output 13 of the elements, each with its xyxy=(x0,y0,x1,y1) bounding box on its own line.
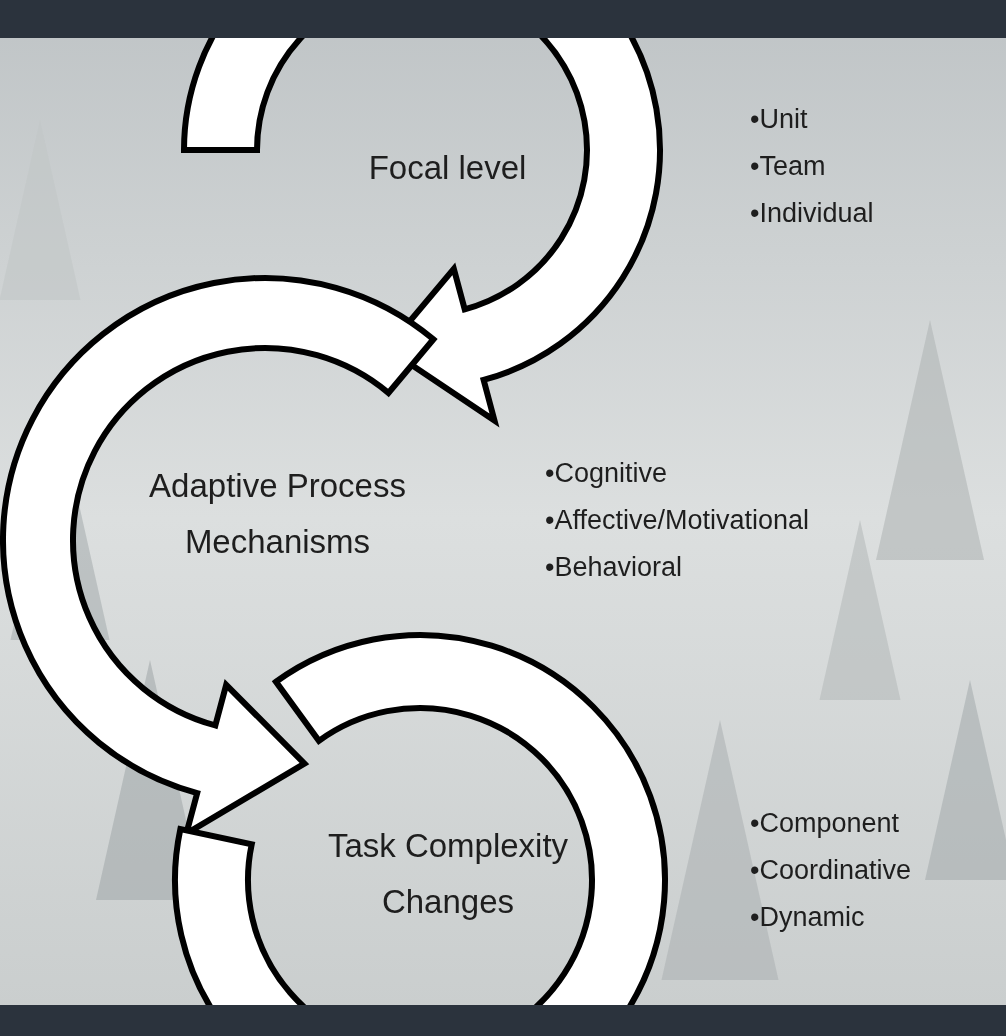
bullet-item: •Behavioral xyxy=(545,551,683,584)
bullet-item: •Individual xyxy=(750,197,874,230)
bullet-item: •Team xyxy=(750,150,826,183)
arrow-label: Focal level xyxy=(330,140,565,196)
bullet-item: •Component xyxy=(750,807,900,840)
arrow-label: Adaptive Process Mechanisms xyxy=(95,458,460,570)
bullet-item: •Coordinative xyxy=(750,854,912,887)
bullet-item: •Cognitive xyxy=(545,457,667,490)
bullet-item: •Affective/Motivational xyxy=(545,504,810,537)
bullet-item: •Dynamic xyxy=(750,901,865,934)
curved-band xyxy=(172,632,668,1005)
bullet-item: •Unit xyxy=(750,103,808,136)
arrow-label: Task Complexity Changes xyxy=(278,818,618,930)
